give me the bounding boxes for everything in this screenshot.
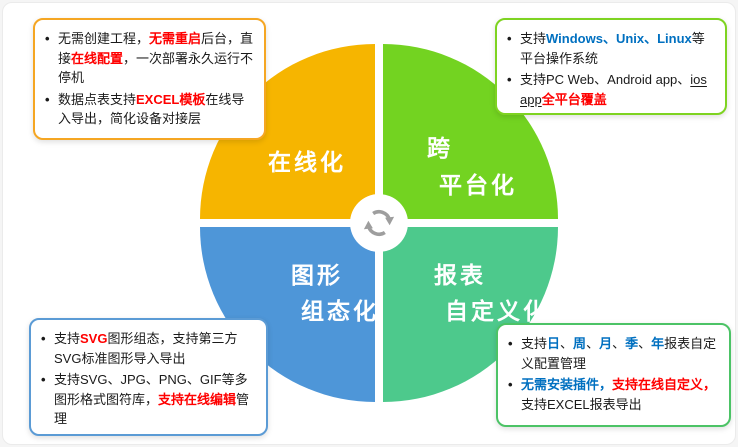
list-item: • 支持SVG、JPG、PNG、GIF等多图形格式图符库，支持在线编辑管理: [41, 370, 256, 429]
bullet-text: 支持PC Web、Android app、ios app全平台覆盖: [520, 72, 707, 107]
bullet-text: 支持Windows、Unix、Linux等平台操作系统: [520, 31, 705, 66]
list-item: • 无需安装插件，支持在线自定义，支持EXCEL报表导出: [508, 375, 719, 414]
bullet-marker: •: [508, 336, 513, 351]
callout-online: • 无需创建工程，无需重启后台，直接在线配置，一次部署永久运行不停机 • 数据点…: [33, 18, 266, 140]
bullet-text: 支持SVG图形组态，支持第三方SVG标准图形导入导出: [54, 331, 238, 366]
bullet-text: 无需创建工程，无需重启后台，直接在线配置，一次部署永久运行不停机: [58, 31, 254, 85]
bullet-marker: •: [45, 91, 50, 107]
bullet-text: 数据点表支持EXCEL模板在线导入导出，简化设备对接层: [58, 91, 245, 127]
quadrant-label-graphic-line2: 组态化: [301, 298, 379, 324]
list-item: • 数据点表支持EXCEL模板在线导入导出，简化设备对接层: [45, 90, 254, 129]
bullet-marker: •: [508, 377, 513, 392]
quadrant-label-online: 在线化: [268, 149, 346, 175]
bullet-marker: •: [507, 72, 512, 87]
list-item: • 支持SVG图形组态，支持第三方SVG标准图形导入导出: [41, 329, 256, 368]
bullet-marker: •: [507, 31, 512, 46]
callout-graphic-config: • 支持SVG图形组态，支持第三方SVG标准图形导入导出 • 支持SVG、JPG…: [29, 318, 268, 436]
center-hub: [350, 194, 408, 252]
list-item: • 支持Windows、Unix、Linux等平台操作系统: [507, 29, 715, 68]
quadrant-label-report-line2: 自定义化: [445, 298, 549, 324]
quadrant-label-cross-line2: 平台化: [439, 172, 517, 198]
callout-report-custom: • 支持日、周、月、季、年报表自定义配置管理 • 无需安装插件，支持在线自定义，…: [496, 323, 731, 427]
sync-arrows-icon: [363, 210, 395, 236]
quadrant-label-graphic-line1: 图形: [291, 262, 343, 288]
bullet-marker: •: [41, 331, 46, 346]
callout-cross-platform: • 支持Windows、Unix、Linux等平台操作系统 • 支持PC Web…: [495, 18, 727, 115]
list-item: • 支持日、周、月、季、年报表自定义配置管理: [508, 334, 719, 373]
bullet-marker: •: [45, 31, 50, 46]
bullet-text: 支持SVG、JPG、PNG、GIF等多图形格式图符库，支持在线编辑管理: [54, 372, 250, 426]
bullet-text: 无需安装插件，支持在线自定义，支持EXCEL报表导出: [521, 377, 717, 412]
bullet-marker: •: [41, 372, 46, 387]
list-item: • 无需创建工程，无需重启后台，直接在线配置，一次部署永久运行不停机: [45, 29, 254, 88]
list-item: • 支持PC Web、Android app、ios app全平台覆盖: [507, 70, 715, 109]
quadrant-label-report-line1: 报表: [434, 262, 486, 288]
quadrant-label-cross-line1: 跨: [427, 135, 453, 161]
bullet-text: 支持日、周、月、季、年报表自定义配置管理: [521, 336, 717, 371]
